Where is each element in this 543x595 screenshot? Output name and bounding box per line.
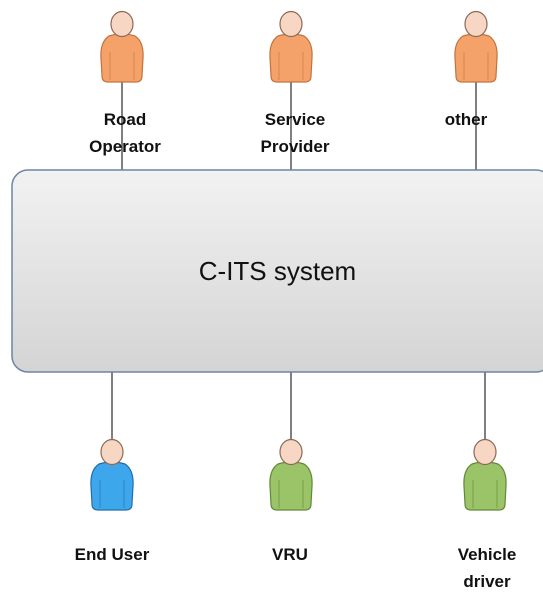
label-line: Operator (89, 137, 161, 156)
actor-label-vehicle-driver: Vehicle driver (422, 541, 543, 595)
vru-person-icon (269, 438, 313, 511)
label-line: other (444, 110, 488, 129)
label-line: VRU (272, 545, 308, 564)
end-user-person-icon (90, 438, 134, 511)
label-line: End User (74, 545, 150, 564)
vehicle-driver-person-icon (463, 438, 507, 511)
label-line: Provider (260, 137, 330, 156)
actor-label-service-provider: Service Provider (230, 106, 360, 160)
actor-label-road-operator: Road Operator (60, 106, 190, 160)
road-operator-person-icon (100, 10, 144, 83)
actor-label-vru: VRU (225, 541, 355, 568)
service-provider-person-icon (269, 10, 313, 83)
actor-label-other: other (401, 106, 531, 133)
other-person-icon (454, 10, 498, 83)
actor-label-end-user: End User (47, 541, 177, 568)
label-line: Vehicle (457, 545, 517, 564)
label-line: driver (463, 572, 511, 591)
system-box (11, 169, 543, 373)
label-line: Service (264, 110, 326, 129)
label-line: Road (103, 110, 147, 129)
